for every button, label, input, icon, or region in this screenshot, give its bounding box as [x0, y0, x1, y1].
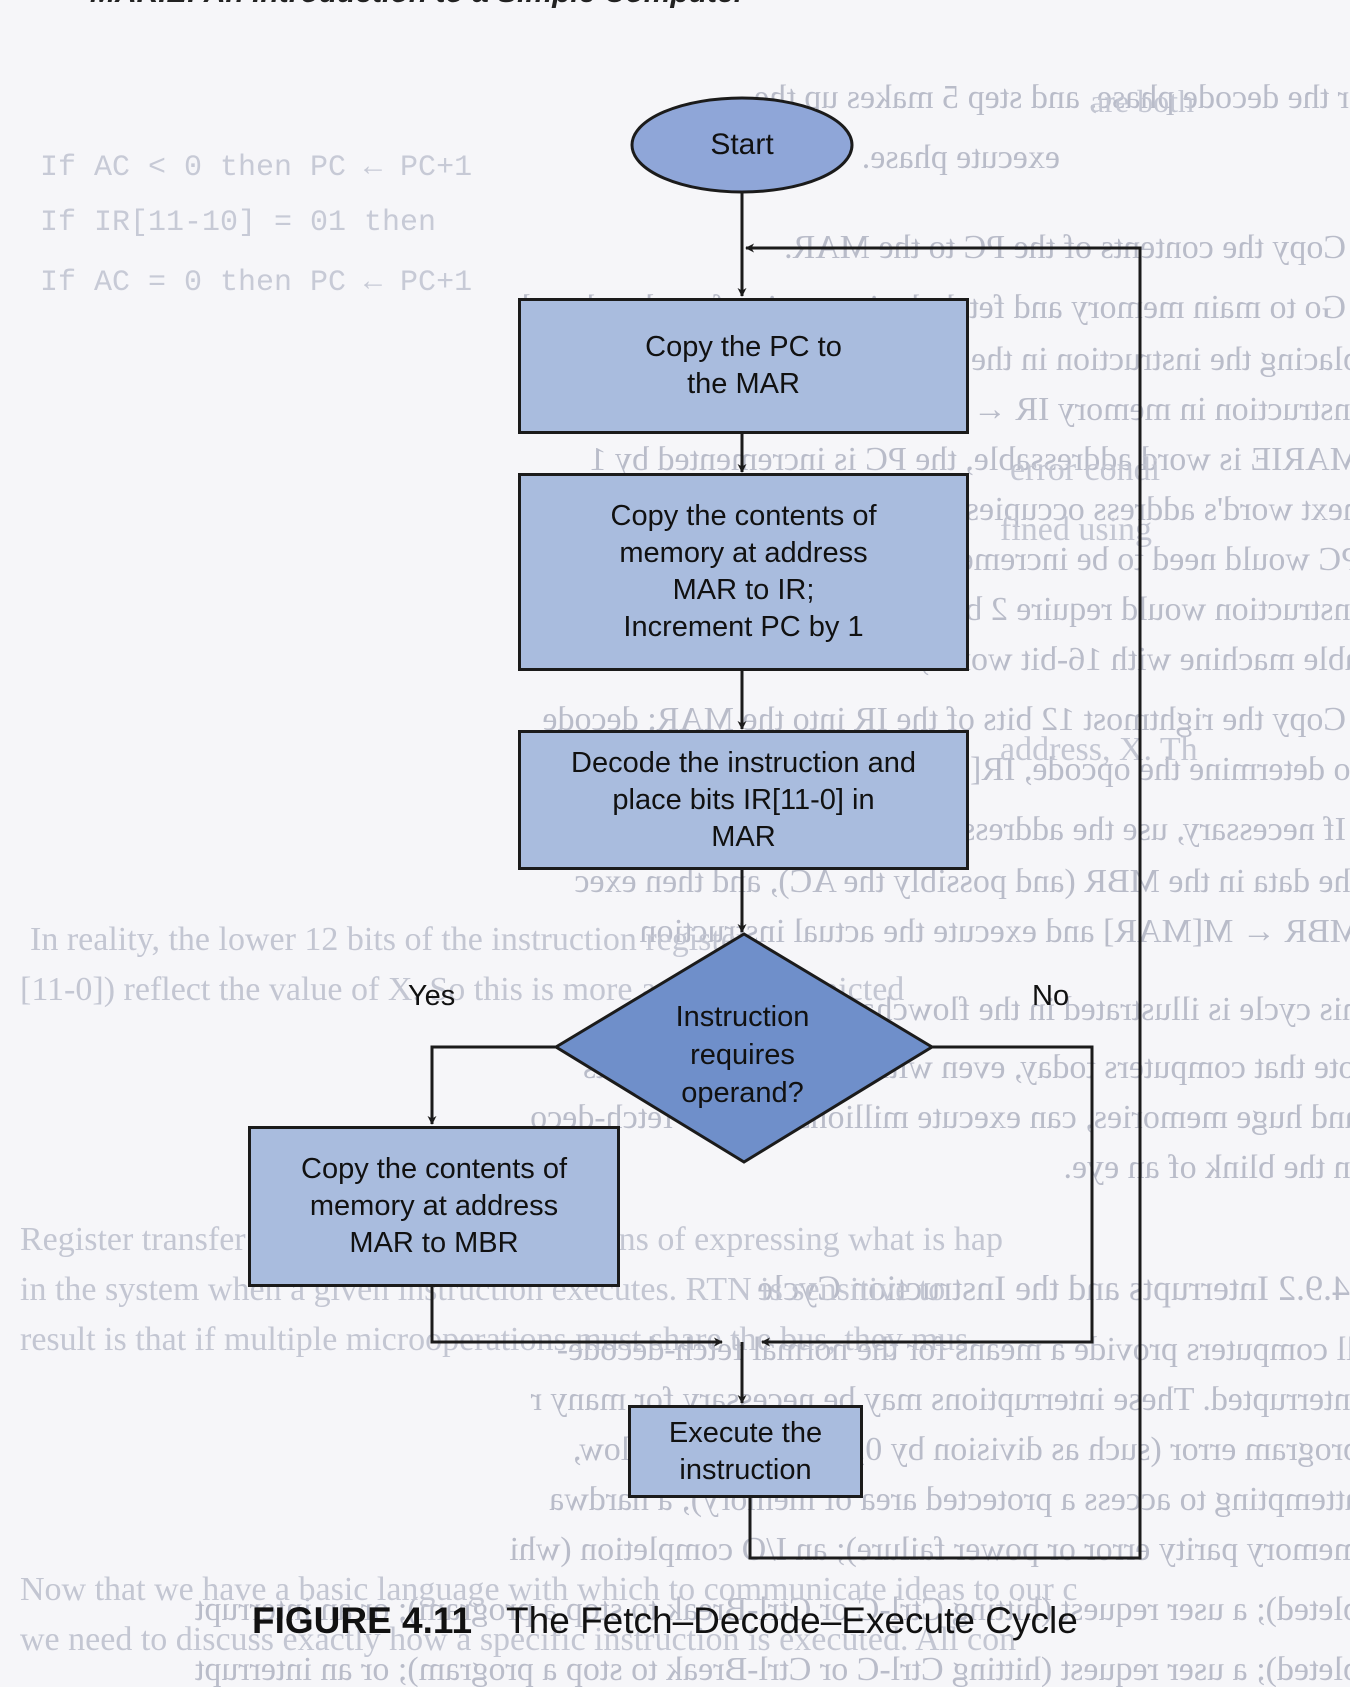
step-fetch-instruction: Copy the contents of memory at address M… — [518, 473, 969, 671]
start-label: Start — [710, 128, 774, 161]
svg-text:in the blink of an eye.: in the blink of an eye. — [1064, 1149, 1350, 1186]
svg-text:result is that if multiple mic: result is that if multiple microoperatio… — [20, 1321, 968, 1358]
decision-diamond — [553, 932, 935, 1164]
svg-text:MARIE is word addressable, the: MARIE is word addressable, the PC is inc… — [589, 441, 1350, 478]
svg-text:are both: are both — [1090, 83, 1194, 119]
figure-title: The Fetch–Decode–Execute Cycle — [506, 1600, 1078, 1641]
svg-text:pleted); a user request (hitti: pleted); a user request (hitting Ctrl-C … — [194, 1591, 1350, 1628]
running-header-strip — [0, 0, 1350, 10]
svg-text:we need to discuss exactly how: we need to discuss exactly how a specifi… — [20, 1621, 1016, 1658]
svg-text:fined using: fined using — [1000, 511, 1152, 548]
step-decode-instruction: Decode the instruction and place bits IR… — [518, 730, 969, 870]
step-fetch-instruction-label: Copy the contents of memory at address M… — [610, 500, 877, 643]
svg-text:memory parity error or power f: memory parity error or power failure); a… — [509, 1531, 1350, 1568]
svg-text:If AC < 0 then PC ← PC+1: If AC < 0 then PC ← PC+1 — [40, 151, 472, 185]
step-execute-instruction-label: Execute the instruction — [668, 1416, 823, 1486]
no-label: No — [1032, 980, 1070, 1012]
step-copy-pc-to-mar: Copy the PC to the MAR — [518, 298, 969, 434]
svg-text:execute phase.: execute phase. — [862, 139, 1060, 176]
svg-text:Now that we have a basic langu: Now that we have a basic language with w… — [20, 1571, 1077, 1608]
running-header: MARIE: An Introduction to a Simple Compu… — [90, 0, 746, 10]
decision-label: Instruction requires operand? — [675, 1001, 810, 1109]
svg-text:instruction would require 2 by: instruction would require 2 bytes. — [902, 591, 1350, 628]
arrow-yes-branch — [427, 1045, 556, 1125]
svg-text:inter the decode phase, and st: inter the decode phase, and step 5 makes… — [754, 79, 1350, 116]
step-copy-pc-to-mar-label: Copy the PC to the MAR — [645, 331, 842, 400]
step-fetch-operand: Copy the contents of memory at address M… — [248, 1126, 620, 1287]
step-execute-instruction: Execute the instruction — [628, 1405, 863, 1498]
line-no-branch — [761, 1045, 1094, 1347]
svg-text:error condi: error condi — [1010, 451, 1160, 488]
svg-text:If AC = 0 then PC ← PC+1: If AC = 0 then PC ← PC+1 — [40, 266, 472, 300]
step-fetch-operand-label: Copy the contents of memory at address M… — [301, 1153, 567, 1259]
start-terminal — [630, 96, 854, 194]
yes-label: Yes — [408, 980, 456, 1012]
figure-caption: FIGURE 4.11 The Fetch–Decode–Execute Cycl… — [252, 1600, 1078, 1650]
line-loop-back — [745, 243, 1142, 1560]
step-decode-instruction-label: Decode the instruction and place bits IR… — [571, 746, 916, 853]
svg-text:In reality, the lower 12 bits: In reality, the lower 12 bits of the ins… — [30, 921, 748, 958]
line-step4-to-merge — [430, 1286, 723, 1347]
svg-text:address, X. Th: address, X. Th — [1000, 731, 1198, 768]
figure-number: FIGURE 4.11 — [252, 1600, 473, 1641]
svg-text:pleted); a user request (hitti: pleted); a user request (hitting Ctrl-C … — [194, 1651, 1350, 1687]
svg-text:All computers provide a means: All computers provide a means for the no… — [557, 1331, 1350, 1368]
svg-text:4.9.2 Interrupts and the Instr: 4.9.2 Interrupts and the Instruction Cyc… — [757, 1268, 1350, 1308]
svg-text:If IR[11-10] = 01 then: If IR[11-10] = 01 then — [40, 206, 436, 240]
